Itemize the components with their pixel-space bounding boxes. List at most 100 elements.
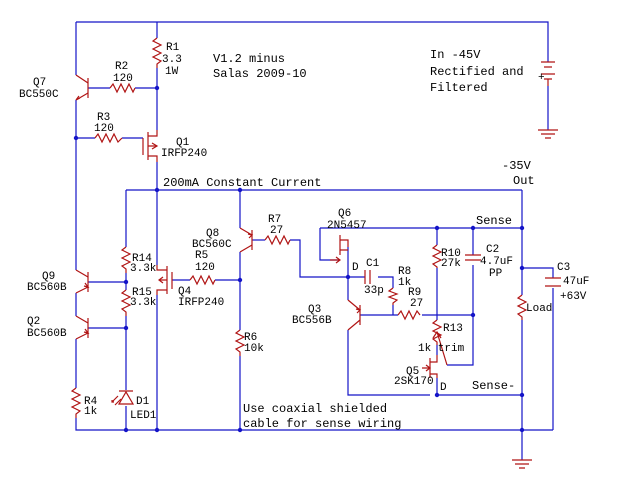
resistor-r5: [189, 274, 216, 286]
q6-value: 2N5457: [327, 220, 367, 232]
load-label: Load: [526, 303, 552, 315]
resistor-r14: [120, 246, 132, 273]
resistors: [70, 37, 528, 418]
author-note: Salas 2009-10: [213, 67, 307, 81]
q2-value: BC560B: [27, 328, 67, 340]
r8-value: 1k: [398, 277, 412, 289]
c3-plus-voltage: +63V: [560, 291, 587, 303]
resistor-r1: [151, 37, 163, 68]
coax-note-2: cable for sense wiring: [243, 417, 401, 431]
q6-ref: Q6: [338, 208, 351, 220]
trimmer-wiper: [432, 330, 448, 366]
resistor-r9: [397, 309, 421, 321]
q7-ref: Q7: [33, 77, 46, 89]
input-note-3: Filtered: [430, 81, 488, 95]
out-voltage: -35V: [502, 159, 532, 173]
c3-ref: C3: [557, 262, 570, 274]
junction-dot: [123, 279, 129, 285]
capacitor-c1: [364, 270, 371, 284]
capacitor-c2: [465, 254, 481, 261]
r9-value: 27: [410, 298, 423, 310]
q8-ref: Q8: [206, 228, 219, 240]
r1-ref: R1: [166, 42, 180, 54]
out-label: Out: [513, 174, 535, 188]
r14-value: 3.3k: [130, 263, 157, 275]
resistor-r3: [94, 132, 123, 144]
transistor-q9: [75, 269, 90, 294]
q6-drain-pin: D: [352, 262, 359, 274]
r15-ref: R15: [132, 287, 152, 299]
r7-value: 27: [270, 225, 283, 237]
r1-value: 3.3: [162, 54, 182, 66]
c1-right-wire: [378, 276, 394, 288]
junction-dot: [434, 392, 440, 398]
r8-ref: R8: [398, 266, 411, 278]
q5-drain-pin: D: [440, 382, 447, 394]
transistor-q8: [239, 227, 254, 253]
junction-dot: [123, 325, 129, 331]
r2-ref: R2: [115, 61, 128, 73]
led-light-icon: [111, 395, 122, 406]
version-note: V1.2 minus: [213, 52, 285, 66]
r3-ref: R3: [97, 112, 110, 124]
q8-value: BC560C: [192, 239, 232, 251]
junction-dot: [519, 427, 525, 433]
c2-bottom-wire: [447, 265, 474, 366]
r4-ref: R4: [84, 396, 98, 408]
coax-note-1: Use coaxial shielded: [243, 402, 387, 416]
r1-power: 1W: [165, 66, 179, 78]
c2-ref: C2: [486, 244, 499, 256]
c2-value: 4.7uF: [480, 256, 513, 268]
junction-dot: [345, 274, 351, 280]
junction-dot: [123, 427, 129, 433]
r7-wire: [290, 239, 348, 278]
battery-plus: +: [538, 72, 545, 84]
r15-value: 3.3k: [130, 297, 157, 309]
q3-ref: Q3: [308, 304, 321, 316]
q4-ref: Q4: [178, 286, 192, 298]
r4-value: 1k: [84, 406, 98, 418]
resistor-r8: [387, 287, 399, 305]
r10-ref: R10: [441, 248, 461, 260]
resistor-r15: [120, 289, 132, 316]
resistor-r4: [70, 387, 82, 418]
q6-source-wire: [319, 228, 340, 261]
junction-dot: [434, 225, 440, 231]
c1-ref: C1: [366, 258, 380, 270]
transistor-q4: [156, 265, 173, 295]
transistor-q5: [422, 355, 438, 378]
q3-collector-wire: [347, 330, 430, 396]
junction-dot: [73, 135, 79, 141]
battery-symbol: [541, 61, 555, 86]
r13-value: 1k trim: [418, 343, 465, 355]
c2-type: PP: [489, 268, 503, 280]
r5-ref: R5: [195, 250, 208, 262]
q3-value: BC556B: [292, 315, 332, 327]
r5-value: 120: [195, 262, 215, 274]
q4-value: IRFP240: [178, 297, 224, 309]
junction-dot: [519, 265, 525, 271]
labels: R1 3.3 1W V1.2 minus Salas 2009-10 In -4…: [19, 42, 589, 431]
junction-dot: [519, 392, 525, 398]
capacitor-c3: [545, 277, 561, 287]
d1-value: LED1: [130, 410, 157, 422]
junction-dot: [470, 225, 476, 231]
r9-ref: R9: [408, 287, 421, 299]
q5-value: 2SK170: [394, 376, 434, 388]
transistor-q7: [75, 74, 89, 101]
ccs-note: 200mA Constant Current: [163, 176, 321, 190]
junction-dot: [154, 427, 160, 433]
bottom-rail-wire: [75, 418, 553, 431]
q5-ref: Q5: [406, 366, 419, 378]
r2-value: 120: [113, 73, 133, 85]
ground-symbol-top: [538, 129, 558, 139]
q9-ref: Q9: [42, 271, 55, 283]
q9-value: BC560B: [27, 282, 67, 294]
q1-ref: Q1: [176, 137, 190, 149]
r10-value: 27k: [441, 258, 461, 270]
q1-value: IRFP240: [161, 148, 207, 160]
transistor-q3: [347, 299, 362, 331]
resistor-r6: [234, 329, 246, 356]
transistors: [75, 74, 438, 378]
r6-ref: R6: [244, 332, 257, 344]
